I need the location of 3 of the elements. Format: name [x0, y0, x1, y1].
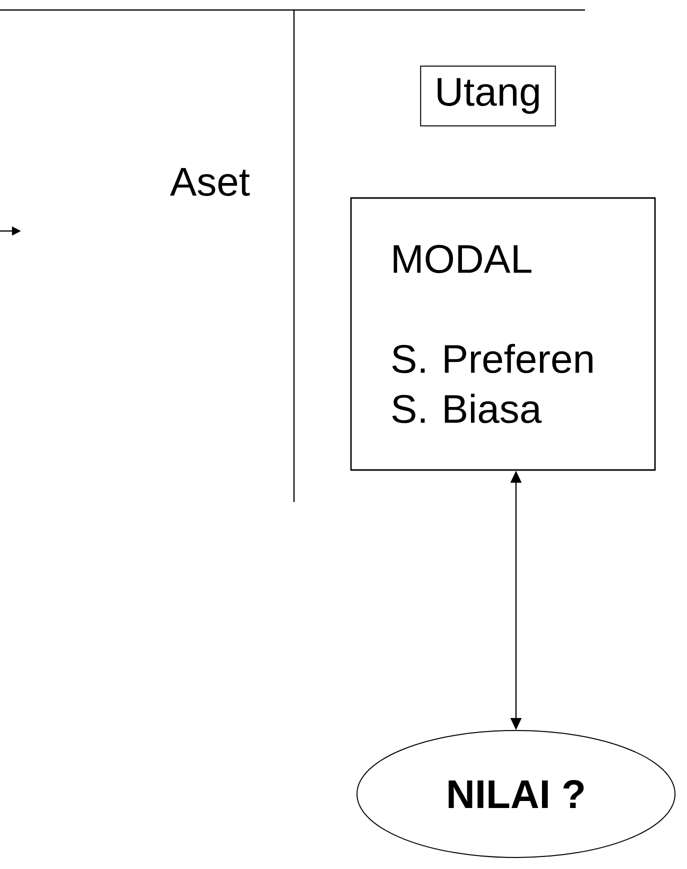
equity-box: MODAL S. Preferen S. Biasa	[350, 197, 656, 471]
account-label: Aset	[170, 168, 250, 196]
account-box: Utang	[420, 66, 556, 126]
